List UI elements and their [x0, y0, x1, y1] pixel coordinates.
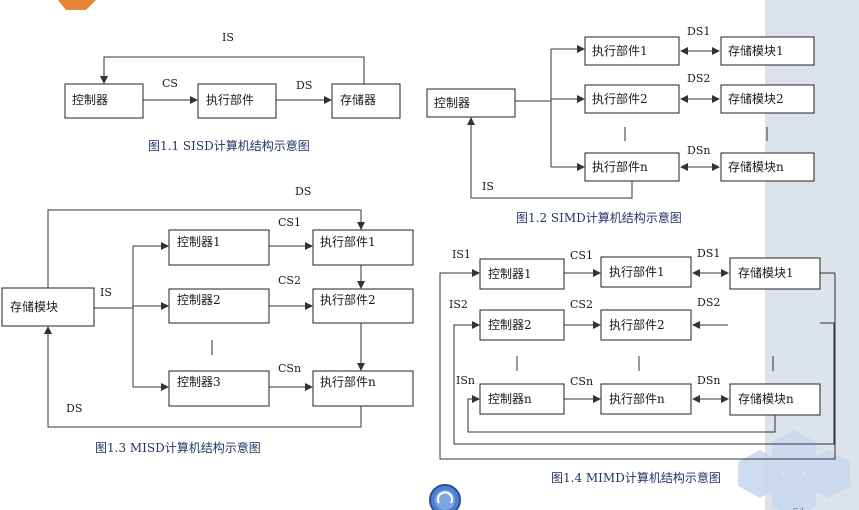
sisd-controller-label: 控制器	[72, 93, 108, 107]
misd-caption: 图1.3 MISD计算机结构示意图	[95, 440, 261, 455]
mimd-exec1-box	[600, 256, 692, 288]
misd-cs1-label: CS1	[278, 216, 301, 229]
mimd-execn-box	[600, 383, 692, 415]
simd-execn-box	[584, 152, 680, 182]
mimd-ctrl1-box	[479, 258, 565, 290]
misd-csn-label: CSn	[278, 362, 301, 375]
simd-execn-label: 执行部件n	[592, 159, 648, 174]
mimd-ctrln-box	[479, 383, 565, 415]
mimd-mem1-label: 存储模块1	[738, 265, 794, 280]
sisd-is-label: IS	[222, 31, 234, 44]
misd-ctrl3-label: 控制器3	[177, 375, 221, 389]
misd-exec1-label: 执行部件1	[320, 234, 376, 249]
simd-exec1-box	[584, 36, 680, 66]
misd-diagram: 存储模块 控制器1 控制器2 控制器3 执行部件1 执行部件2 执行部件n DS…	[1, 185, 414, 455]
misd-ctrl1-label: 控制器1	[177, 235, 221, 249]
sisd-storage-box	[331, 83, 401, 119]
sisd-ds-label: DS	[296, 79, 312, 92]
simd-caption: 图1.2 SIMD计算机结构示意图	[516, 210, 682, 225]
simd-memn-label: 存储模块n	[728, 159, 784, 174]
simd-controller-label: 控制器	[434, 96, 470, 110]
simd-dsn-label: DSn	[687, 144, 710, 157]
mimd-caption: 图1.4 MIMD计算机结构示意图	[551, 470, 721, 485]
misd-cs2-label: CS2	[278, 274, 301, 287]
misd-ctrl2-label: 控制器2	[177, 293, 221, 307]
misd-ds-bottom-label: DS	[66, 402, 82, 415]
simd-is-label: IS	[482, 180, 494, 193]
page-number: 51	[792, 506, 806, 510]
simd-mem2-box	[720, 84, 815, 114]
sisd-storage-label: 存储器	[340, 92, 376, 107]
simd-diagram: 控制器 执行部件1 执行部件2 执行部件n 存储模块1 存储模块2 存储模块n …	[426, 25, 815, 225]
mimd-isn-label: ISn	[456, 374, 475, 387]
simd-exec2-box	[584, 84, 680, 114]
simd-mem2-label: 存储模块2	[728, 91, 784, 106]
refresh-arrow-icon[interactable]	[429, 484, 461, 510]
mimd-diagram: 控制器1 控制器2 控制器n 执行部件1 执行部件2 执行部件n 存储模块1 存…	[439, 247, 836, 485]
mimd-exec1-label: 执行部件1	[609, 264, 665, 279]
mimd-dsn-label: DSn	[697, 374, 720, 387]
misd-ctrl1-box	[168, 229, 270, 266]
misd-exec1-box	[312, 229, 414, 266]
misd-execn-box	[312, 370, 414, 407]
mimd-exec2-box	[600, 309, 692, 341]
mimd-memn-label: 存储模块n	[738, 391, 794, 406]
simd-mem1-label: 存储模块1	[728, 43, 784, 58]
mimd-exec2-label: 执行部件2	[609, 317, 665, 332]
misd-exec2-box	[312, 288, 414, 324]
sisd-exec-box	[197, 83, 277, 119]
mimd-cs2-label: CS2	[570, 298, 593, 311]
mimd-mem1-box	[729, 257, 821, 290]
simd-exec2-label: 执行部件2	[592, 91, 648, 106]
sisd-caption: 图1.1 SISD计算机结构示意图	[148, 138, 310, 153]
mimd-ctrl2-box	[479, 309, 565, 341]
misd-is-label: IS	[100, 286, 112, 299]
misd-ctrl3-box	[168, 370, 270, 407]
misd-execn-label: 执行部件n	[320, 374, 376, 389]
mimd-cs1-label: CS1	[570, 249, 593, 262]
simd-memn-box	[720, 152, 815, 182]
misd-ctrl2-box	[168, 288, 270, 324]
misd-exec2-label: 执行部件2	[320, 292, 376, 307]
simd-ds1-label: DS1	[687, 25, 710, 38]
sisd-controller-box	[64, 83, 144, 119]
simd-exec1-label: 执行部件1	[592, 43, 648, 58]
sisd-cs-label: CS	[162, 77, 178, 90]
mimd-execn-label: 执行部件n	[609, 391, 665, 406]
mimd-is1-label: IS1	[452, 248, 471, 261]
mimd-is2-label: IS2	[449, 298, 468, 311]
mimd-ctrl2-label: 控制器2	[488, 318, 532, 332]
sisd-exec-label: 执行部件	[206, 92, 254, 107]
misd-storage-label: 存储模块	[10, 299, 58, 314]
mimd-ds2-label: DS2	[697, 296, 720, 309]
mimd-ds1-label: DS1	[697, 247, 720, 260]
sisd-diagram: 控制器 执行部件 存储器 IS CS DS 图1.1 SISD计算机结构示意图	[64, 31, 401, 153]
simd-mem1-box	[720, 36, 815, 66]
mimd-ctrl1-label: 控制器1	[488, 267, 532, 281]
mimd-csn-label: CSn	[570, 375, 593, 388]
mimd-ctrln-label: 控制器n	[488, 392, 532, 406]
misd-ds-top-label: DS	[295, 185, 311, 198]
misd-storage-box	[1, 287, 95, 327]
simd-ds2-label: DS2	[687, 72, 710, 85]
hexagon-decoration	[738, 430, 850, 510]
logo-corner-mark	[58, 0, 96, 10]
